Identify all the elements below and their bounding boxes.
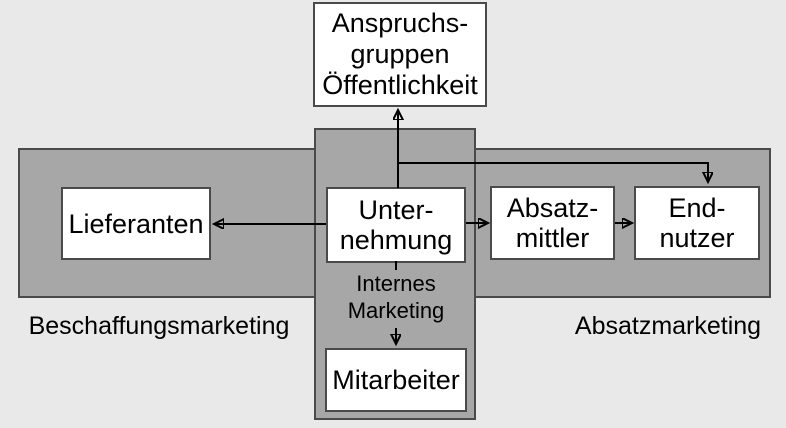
node-label-line: Absatz- (506, 193, 599, 223)
node-endnutzer: End- nutzer (634, 186, 760, 260)
label-line: Marketing (347, 298, 445, 323)
label-absatzmarketing: Absatzmarketing (574, 312, 762, 340)
label-line: Internes (356, 271, 436, 296)
node-label-line: Öffentlichkeit (322, 70, 478, 100)
node-absatzmittler: Absatz- mittler (490, 186, 615, 260)
label-beschaffungsmarketing: Beschaffungsmarketing (28, 312, 290, 340)
node-label-line: Lieferanten (68, 208, 204, 239)
node-label-line: gruppen (350, 39, 450, 69)
node-label-line: mittler (515, 223, 590, 253)
node-unternehmung: Unter- nehmung (326, 187, 466, 263)
node-label-line: End- (668, 193, 726, 223)
label-internes-marketing: Internes Marketing (316, 270, 476, 324)
node-mitarbeiter: Mitarbeiter (325, 348, 467, 412)
node-label-line: nehmung (339, 225, 453, 255)
node-label-line: Unter- (358, 195, 434, 225)
node-label-line: nutzer (659, 223, 735, 253)
node-lieferanten: Lieferanten (61, 187, 211, 260)
node-anspruchsgruppen: Anspruchs- gruppen Öffentlichkeit (313, 2, 487, 107)
node-label-line: Anspruchs- (331, 8, 469, 38)
node-label-line: Mitarbeiter (332, 365, 460, 395)
